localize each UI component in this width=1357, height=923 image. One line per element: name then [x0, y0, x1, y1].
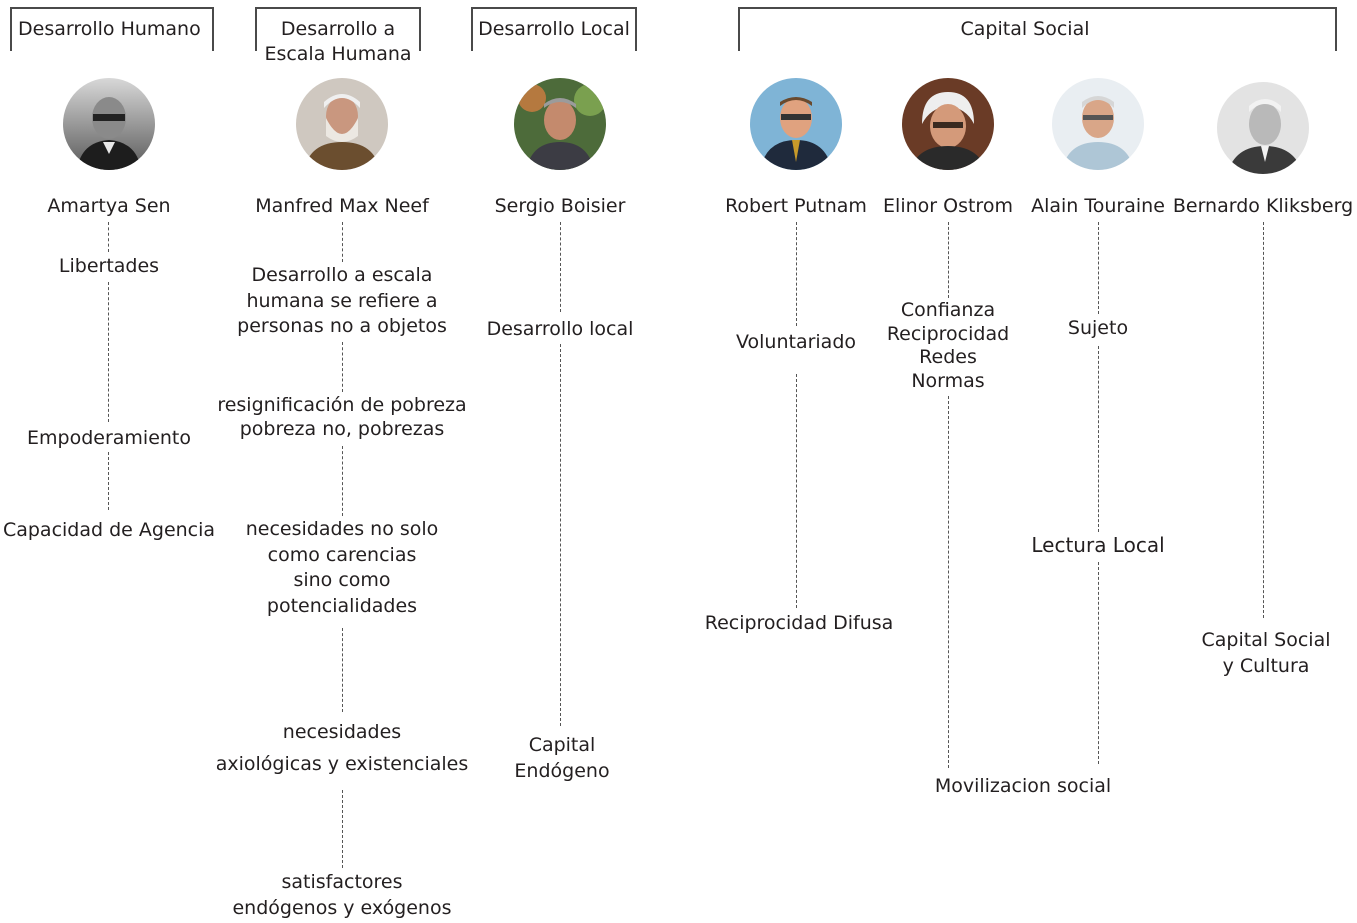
- connector-maxneef: [342, 628, 343, 712]
- connector-putnam: [796, 374, 797, 608]
- group-title-line: Escala Humana: [264, 43, 412, 65]
- group-title-line: Desarrollo a: [280, 18, 396, 40]
- group-bracket-desarrollo-humano: [10, 7, 214, 51]
- concept-line: Capital: [528, 734, 596, 756]
- concept-line: sino como: [293, 569, 391, 591]
- connector-putnam: [796, 222, 797, 326]
- person-name-elinor-ostrom: Elinor Ostrom: [883, 195, 1013, 217]
- person-name-robert-putnam: Robert Putnam: [725, 195, 867, 217]
- concept-sujeto: Sujeto: [1068, 316, 1128, 342]
- concept-line: necesidades: [282, 721, 402, 743]
- concept-line: Normas: [911, 369, 985, 392]
- concept-line: y Cultura: [1222, 654, 1310, 677]
- concept-confianza-reciprocidad: Confianza Reciprocidad Redes Normas: [887, 299, 1009, 393]
- group-title-capital-social: Capital Social: [940, 17, 1110, 42]
- avatar-amartya-sen: [63, 78, 155, 170]
- concept-capacidad-de-agencia: Capacidad de Agencia: [3, 518, 215, 544]
- connector-boisier: [560, 222, 561, 312]
- person-name-amartya-sen: Amartya Sen: [47, 195, 171, 217]
- concept-line: Voluntariado: [735, 331, 857, 353]
- concept-line: Capital Social: [1201, 629, 1331, 651]
- connector-ostrom: [948, 396, 949, 768]
- avatar-sergio-boisier: [514, 78, 606, 170]
- concept-lectura-local: Lectura Local: [1031, 533, 1164, 559]
- concept-line: satisfactores: [281, 871, 403, 893]
- concept-line: Libertades: [58, 255, 160, 277]
- concept-libertades: Libertades: [59, 254, 159, 280]
- concept-line: endógenos y exógenos: [232, 896, 452, 919]
- concept-necesidades-axiologicas: necesidades axiológicas y existenciales: [216, 716, 469, 780]
- avatar-robert-putnam: [750, 78, 842, 170]
- connector-maxneef: [342, 446, 343, 516]
- connector-touraine: [1098, 346, 1099, 532]
- connector-maxneef: [342, 790, 343, 868]
- connector-touraine: [1098, 562, 1099, 764]
- concept-movilizacion-social: Movilizacion social: [934, 775, 1112, 797]
- concept-line: Endógeno: [514, 759, 610, 782]
- group-title-escala-humana: Desarrollo a Escala Humana: [262, 17, 414, 67]
- concept-line: Reciprocidad: [886, 322, 1010, 345]
- concept-line: resignificación de pobreza: [217, 394, 467, 416]
- connector-boisier: [560, 344, 561, 726]
- concept-line: Desarrollo a escala: [251, 264, 433, 286]
- concept-line: potencialidades: [266, 594, 418, 617]
- avatar-bernardo-kliksberg: [1217, 82, 1309, 174]
- person-name-sergio-boisier: Sergio Boisier: [494, 195, 626, 217]
- connector-sen: [108, 222, 109, 252]
- concept-line: como carencias: [267, 543, 417, 566]
- concept-resignificacion-pobreza: resignificación de pobreza pobreza no, p…: [217, 393, 466, 441]
- avatar-elinor-ostrom: [902, 78, 994, 170]
- concept-line: Sujeto: [1067, 317, 1129, 339]
- concept-line: necesidades no solo: [245, 518, 439, 540]
- group-title-desarrollo-local: Desarrollo Local: [478, 17, 630, 42]
- connector-sen: [108, 282, 109, 422]
- connector-sen: [108, 452, 109, 510]
- group-bracket-desarrollo-local: [471, 7, 637, 51]
- concept-line: Redes: [919, 346, 977, 368]
- concept-line: Empoderamiento: [27, 427, 191, 449]
- group-title-desarrollo-humano: Desarrollo Humano: [18, 17, 201, 42]
- group-bracket-capital-social: [738, 7, 1337, 51]
- concept-line: Confianza: [900, 299, 996, 321]
- connector-maxneef: [342, 342, 343, 392]
- concept-empoderamiento: Empoderamiento: [27, 426, 191, 452]
- concept-capital-social-cultura: Capital Social y Cultura: [1202, 628, 1331, 679]
- avatar-manfred-max-neef: [296, 78, 388, 170]
- concept-line: pobreza no, pobrezas: [239, 418, 445, 440]
- person-name-alain-touraine: Alain Touraine: [1031, 195, 1165, 217]
- concept-line: Lectura Local: [1031, 533, 1165, 557]
- connector-ostrom: [948, 222, 949, 298]
- concept-line: Capacidad de Agencia: [2, 519, 216, 541]
- concept-line: axiológicas y existenciales: [215, 753, 469, 775]
- connector-kliksberg: [1263, 222, 1264, 618]
- concept-line: personas no a objetos: [237, 315, 447, 337]
- concept-necesidades-potencialidades: necesidades no solo como carencias sino …: [246, 517, 439, 619]
- group-bracket-escala-humana: [255, 7, 421, 51]
- avatar-alain-touraine: [1052, 78, 1144, 170]
- connector-maxneef: [342, 222, 343, 262]
- concept-line: Reciprocidad Difusa: [704, 612, 894, 634]
- concept-voluntariado: Voluntariado: [736, 330, 856, 356]
- concept-satisfactores: satisfactores endógenos y exógenos: [232, 870, 451, 921]
- concept-reciprocidad-difusa: Reciprocidad Difusa: [705, 611, 894, 637]
- person-name-bernardo-kliksberg: Bernardo Kliksberg: [1172, 195, 1354, 217]
- person-name-manfred-max-neef: Manfred Max Neef: [255, 195, 429, 217]
- connector-touraine: [1098, 222, 1099, 314]
- concept-desarrollo-local: Desarrollo local: [487, 317, 634, 343]
- concept-line: humana se refiere a: [246, 289, 438, 312]
- concept-desarrollo-escala-humana: Desarrollo a escala humana se refiere a …: [237, 263, 447, 340]
- concept-capital-endogeno: Capital Endógeno: [514, 733, 609, 784]
- concept-line: Desarrollo local: [486, 318, 634, 340]
